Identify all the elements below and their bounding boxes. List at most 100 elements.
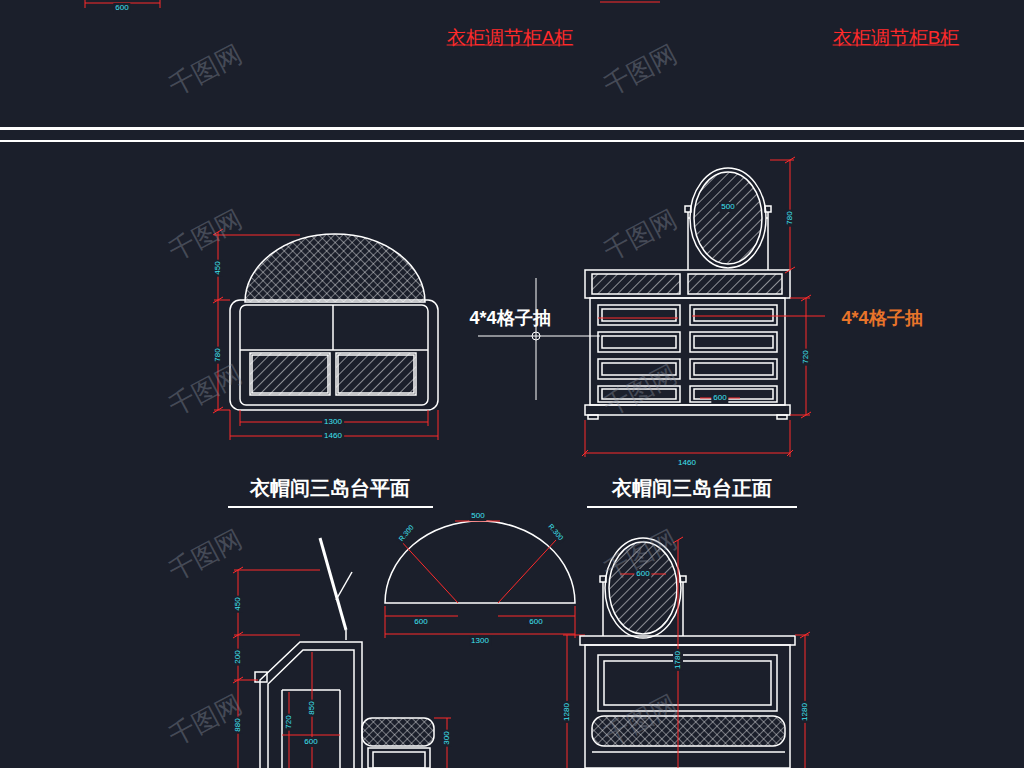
front-dimensions-part bbox=[790, 415, 810, 416]
dresser-front-part bbox=[766, 217, 768, 219]
front-dimensions-part bbox=[598, 318, 678, 319]
dresser-front-part bbox=[694, 309, 773, 321]
dimension-text: 1460 bbox=[676, 458, 698, 468]
dimension-text: 450 bbox=[233, 595, 243, 612]
front-dimensions-part bbox=[770, 160, 794, 161]
title-underline-part bbox=[228, 506, 433, 508]
arch-dimensions-part bbox=[400, 540, 458, 603]
title-underline-part bbox=[587, 506, 797, 508]
plan-dimensions-part bbox=[438, 410, 439, 440]
dimension-text: 1780 bbox=[673, 649, 683, 671]
plan-dimensions bbox=[213, 229, 438, 440]
callout-crosshair-part bbox=[532, 332, 540, 340]
callout-text: 4*4格子抽 bbox=[469, 309, 550, 327]
dresser-front-part bbox=[767, 212, 769, 270]
dresser-front-part bbox=[690, 332, 777, 352]
dimension-text: 1280 bbox=[562, 701, 572, 723]
side-dimensions-part bbox=[282, 735, 340, 736]
watermark: 千图网 bbox=[164, 40, 245, 100]
dresser-front-part bbox=[598, 332, 680, 352]
front-dimensions-part bbox=[787, 450, 793, 456]
watermark: 千图网 bbox=[164, 205, 245, 265]
dresser-front bbox=[585, 168, 790, 419]
dresser-front-part bbox=[694, 389, 773, 399]
watermark: 千图网 bbox=[164, 360, 245, 420]
arch-dimensions-part bbox=[498, 540, 556, 603]
island-plan bbox=[230, 234, 438, 410]
island-plan-part bbox=[338, 355, 414, 393]
title-underline bbox=[228, 506, 797, 508]
dimension-text: R.300 bbox=[395, 521, 416, 544]
dresser-side-part bbox=[339, 690, 341, 768]
dimension-text: 600 bbox=[113, 3, 130, 13]
dimension-text: 200 bbox=[233, 648, 243, 665]
sheet-divider-part bbox=[0, 127, 1024, 130]
watermark: 千图网 bbox=[164, 690, 245, 750]
watermark: 千图网 bbox=[599, 40, 680, 100]
dresser-side-part bbox=[368, 748, 430, 768]
dresser-side-part bbox=[345, 630, 347, 640]
watermark: 千图网 bbox=[599, 690, 680, 750]
cabinet-title: 衣柜调节柜A柜 bbox=[447, 28, 574, 47]
front-dimensions-part bbox=[790, 420, 791, 457]
island-plan-part bbox=[245, 234, 425, 302]
dimension-text: 600 bbox=[412, 617, 429, 627]
dresser-front-part bbox=[688, 274, 782, 294]
front-lower-dimensions bbox=[620, 537, 810, 768]
side-dimensions bbox=[233, 567, 585, 768]
top-dimension bbox=[85, 0, 660, 8]
dresser-front-part bbox=[588, 415, 598, 419]
dresser-front-part bbox=[690, 386, 777, 402]
island-plan-part bbox=[240, 305, 428, 405]
island-plan-part bbox=[332, 305, 334, 350]
dimension-text: 780 bbox=[785, 209, 795, 226]
dresser-front-part bbox=[777, 415, 787, 419]
island-plan-part bbox=[336, 353, 416, 395]
watermark: 千图网 bbox=[599, 360, 680, 420]
dresser-front-lower-part bbox=[600, 576, 606, 582]
dresser-front-part bbox=[690, 168, 766, 268]
side-dimensions-part bbox=[234, 570, 320, 571]
island-plan-part bbox=[250, 353, 330, 395]
callout-text: 4*4格子抽 bbox=[841, 309, 922, 327]
arch-dimensions bbox=[385, 521, 575, 638]
dresser-front-part bbox=[687, 212, 689, 270]
front-dimensions-part bbox=[585, 453, 790, 454]
dresser-front-part bbox=[585, 270, 790, 298]
dimension-text: 1300 bbox=[322, 417, 344, 427]
dimension-text: 600 bbox=[527, 617, 544, 627]
dimension-text: 600 bbox=[302, 737, 319, 747]
dimension-text: 600 bbox=[711, 393, 728, 403]
front-dimensions-part bbox=[692, 316, 825, 317]
dresser-front-part bbox=[602, 309, 676, 321]
arch-plan bbox=[385, 521, 575, 603]
dresser-front-lower-part bbox=[602, 582, 604, 636]
dimension-text: 1300 bbox=[469, 636, 491, 646]
dresser-front-lower-part bbox=[585, 645, 790, 768]
callout-crosshair-part bbox=[536, 278, 537, 400]
dresser-front-lower-part bbox=[604, 661, 771, 705]
view-title: 衣帽间三岛台平面 bbox=[250, 478, 410, 498]
dresser-side-part bbox=[336, 572, 352, 600]
callout-crosshair bbox=[478, 278, 600, 400]
dimension-text: R.300 bbox=[545, 520, 566, 543]
island-plan-part bbox=[252, 355, 328, 393]
arch-dimensions-part bbox=[385, 606, 386, 638]
dimension-text: 1460 bbox=[322, 431, 344, 441]
dimension-text: 450 bbox=[213, 259, 223, 276]
dresser-front-part bbox=[694, 336, 773, 348]
side-dimensions-part bbox=[434, 718, 451, 719]
sheet-divider bbox=[0, 127, 1024, 142]
island-plan-part bbox=[240, 349, 428, 351]
front-dimensions-part bbox=[582, 450, 588, 456]
dimension-text: 300 bbox=[442, 729, 452, 746]
dresser-front-part bbox=[694, 172, 762, 264]
dresser-front-lower-part bbox=[598, 655, 777, 711]
top-dimension-part bbox=[160, 0, 161, 8]
view-title: 衣帽间三岛台正面 bbox=[612, 478, 772, 498]
dresser-side-part bbox=[282, 689, 340, 691]
dresser-side-part bbox=[281, 690, 283, 768]
dresser-front-lower-part bbox=[592, 751, 785, 753]
dresser-side-part bbox=[373, 752, 425, 768]
